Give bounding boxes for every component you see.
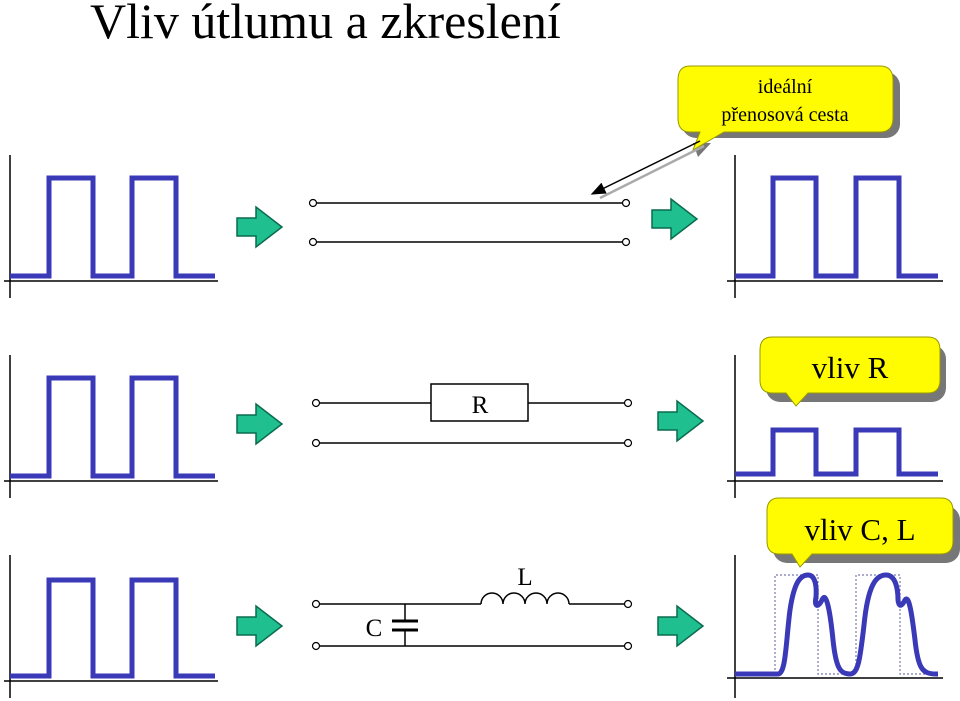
callout-r-text: vliv R — [812, 350, 889, 385]
callout-bubble — [677, 65, 894, 152]
circle-terminal-icon — [308, 198, 318, 208]
square-wave — [10, 175, 215, 279]
callout-ideal-line-2: přenosová cesta — [721, 104, 848, 126]
row-resistor: R vliv R — [4, 336, 946, 498]
output-waveform-distorted — [727, 555, 943, 698]
input-waveform-2 — [4, 355, 218, 498]
callout-cl: vliv C, L — [766, 497, 960, 568]
output-waveform-attenuated — [727, 355, 943, 498]
row-lc: L C vliv C, L — [4, 497, 960, 698]
attenuated-square-wave — [735, 427, 938, 477]
resistor-circuit: R — [311, 383, 633, 448]
square-wave — [735, 175, 938, 279]
circle-terminal-icon — [311, 398, 321, 408]
circle-terminal-icon — [311, 599, 321, 609]
circle-terminal-icon — [623, 398, 633, 408]
square-wave — [10, 375, 215, 479]
right-arrow-icon — [657, 399, 705, 443]
circle-terminal-icon — [621, 237, 631, 247]
callout-bubble — [766, 497, 954, 568]
right-arrow-icon — [651, 197, 699, 241]
reference-square-wave — [735, 574, 938, 675]
right-arrow-icon — [236, 402, 284, 446]
distorted-wave — [735, 572, 939, 677]
output-waveform-ideal — [727, 155, 943, 298]
right-arrow-icon — [236, 604, 284, 648]
callout-r: vliv R — [759, 336, 946, 407]
callout-ideal-line-1: ideální — [758, 76, 813, 98]
circle-terminal-icon — [308, 237, 318, 247]
callout-pointer-shadow — [599, 144, 705, 200]
right-arrow-icon — [657, 604, 705, 648]
resistor-symbol — [430, 383, 529, 422]
circle-terminal-icon — [621, 198, 631, 208]
input-waveform-1 — [4, 155, 218, 298]
resistor-label: R — [472, 392, 489, 419]
callout-pointer — [590, 140, 701, 195]
circle-terminal-icon — [623, 438, 633, 448]
callout-bubble — [759, 336, 941, 407]
capacitor-label: C — [366, 615, 383, 642]
inductor-symbol — [480, 592, 570, 605]
right-arrow-icon — [236, 205, 284, 249]
inductor-label: L — [517, 564, 532, 591]
callout-ideal: ideální přenosová cesta — [590, 65, 900, 200]
callout-cl-text: vliv C, L — [804, 512, 915, 547]
circle-terminal-icon — [311, 641, 321, 651]
square-wave — [10, 577, 215, 679]
page-title: Vliv útlumu a zkreslení — [90, 0, 561, 49]
row-ideal: ideální přenosová cesta — [4, 65, 943, 298]
circle-terminal-icon — [311, 438, 321, 448]
ideal-line-circuit — [308, 198, 631, 247]
circle-terminal-icon — [623, 599, 633, 609]
circle-terminal-icon — [623, 641, 633, 651]
input-waveform-3 — [4, 555, 218, 698]
lc-circuit: L C — [311, 564, 633, 651]
